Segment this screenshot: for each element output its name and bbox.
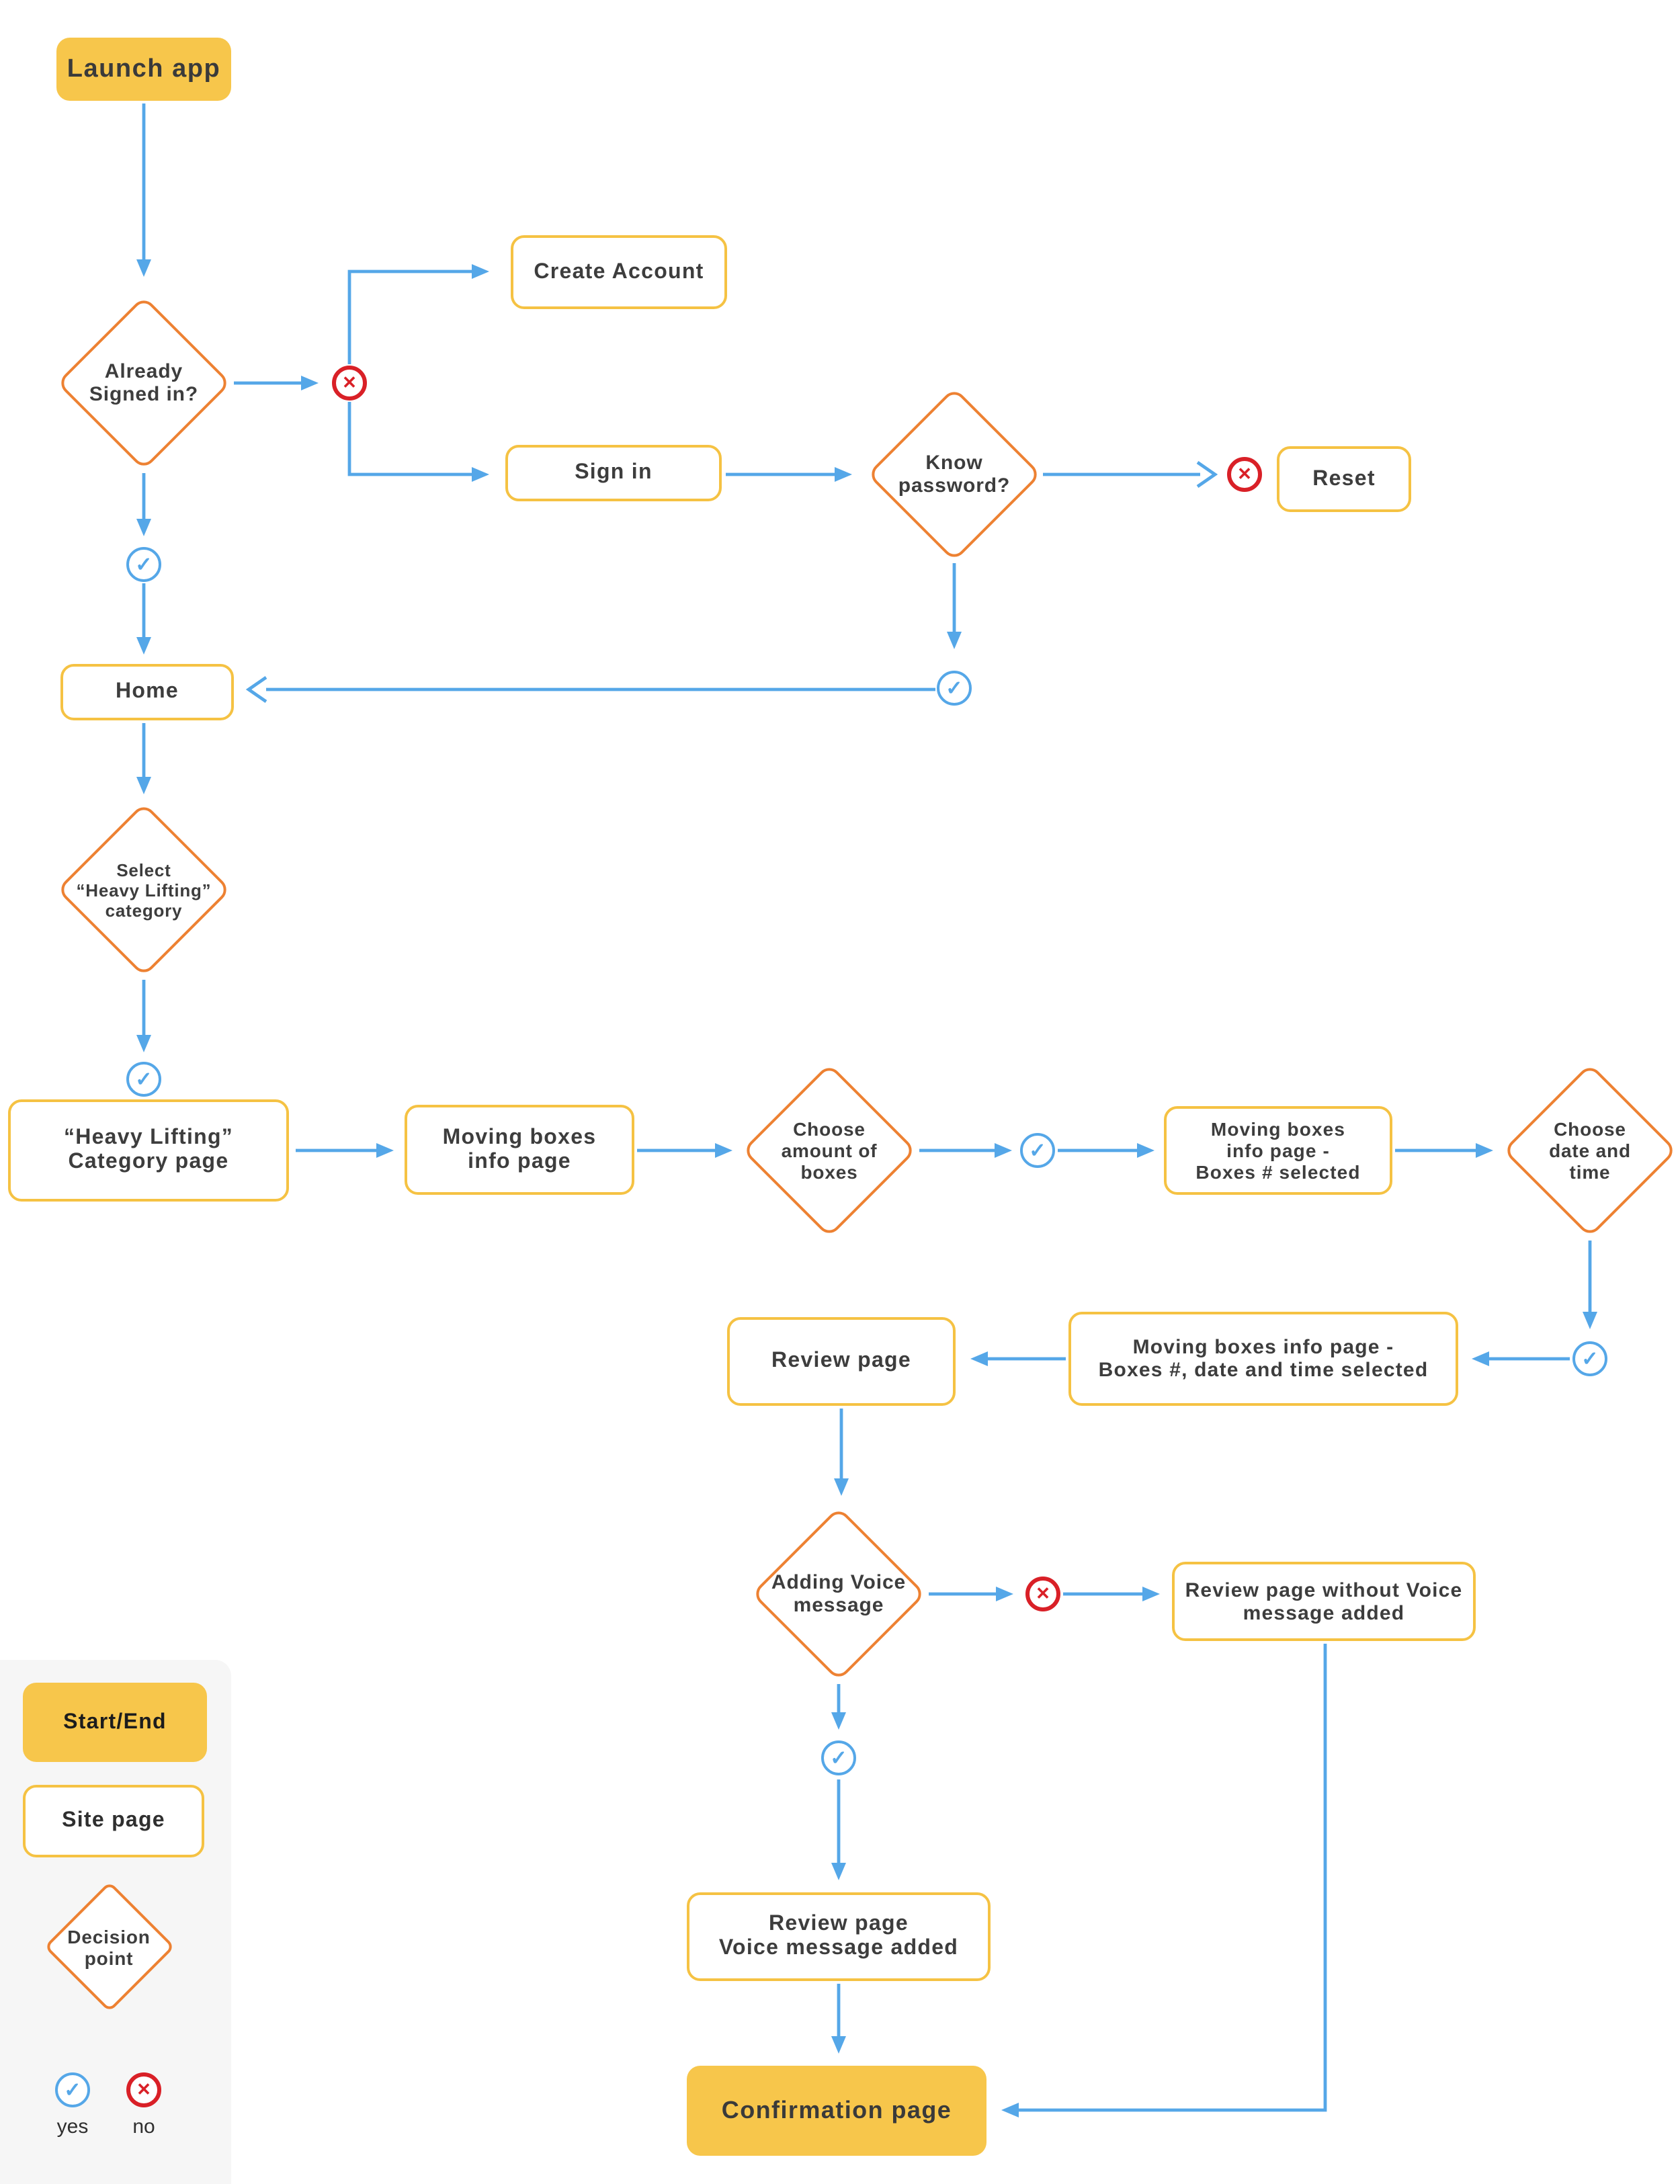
yes-glyph: ✓ bbox=[830, 1747, 847, 1770]
decision-select-category-label: Select “Heavy Lifting” category bbox=[76, 859, 212, 920]
yes-icon: ✓ bbox=[821, 1740, 856, 1775]
legend-yes-icon: ✓ bbox=[55, 2072, 90, 2107]
node-home: Home bbox=[60, 664, 234, 720]
node-boxes-number-selected: Moving boxes info page - Boxes # selecte… bbox=[1164, 1106, 1392, 1195]
node-review-with-voice: Review page Voice message added bbox=[687, 1892, 991, 1981]
legend-yes-label: yes bbox=[56, 2115, 89, 2138]
no-icon: ✕ bbox=[332, 366, 367, 401]
no-glyph: ✕ bbox=[136, 2079, 151, 2099]
legend-no-icon: ✕ bbox=[126, 2072, 161, 2107]
node-confirmation-page: Confirmation page bbox=[687, 2066, 986, 2156]
decision-already-signed-in-label: Already Signed in? bbox=[89, 360, 199, 406]
yes-glyph: ✓ bbox=[946, 677, 963, 700]
yes-icon: ✓ bbox=[937, 671, 972, 706]
legend-start-end: Start/End bbox=[23, 1683, 207, 1762]
yes-icon: ✓ bbox=[1572, 1341, 1607, 1376]
no-glyph: ✕ bbox=[1237, 464, 1252, 484]
yes-icon: ✓ bbox=[126, 547, 161, 582]
no-icon: ✕ bbox=[1227, 457, 1262, 492]
node-sign-in: Sign in bbox=[505, 445, 722, 501]
no-icon: ✕ bbox=[1025, 1577, 1060, 1611]
node-moving-boxes-info-page: Moving boxes info page bbox=[405, 1105, 634, 1195]
legend-site-page: Site page bbox=[23, 1785, 204, 1857]
decision-adding-voice-label: Adding Voice message bbox=[771, 1571, 907, 1617]
yes-glyph: ✓ bbox=[1581, 1348, 1599, 1371]
node-category-page: “Heavy Lifting” Category page bbox=[8, 1099, 289, 1202]
yes-glyph: ✓ bbox=[135, 554, 153, 577]
yes-glyph: ✓ bbox=[1029, 1140, 1046, 1163]
decision-know-password-label: Know password? bbox=[898, 452, 1011, 497]
node-reset: Reset bbox=[1277, 446, 1411, 512]
no-glyph: ✕ bbox=[1036, 1583, 1050, 1603]
no-glyph: ✕ bbox=[342, 372, 357, 392]
node-review-without-voice: Review page without Voice message added bbox=[1172, 1562, 1476, 1641]
node-review-page: Review page bbox=[727, 1317, 956, 1406]
decision-choose-date-time-label: Choose date and time bbox=[1549, 1118, 1631, 1183]
node-create-account: Create Account bbox=[511, 235, 727, 309]
legend-decision-label: Decision point bbox=[67, 1926, 151, 1969]
legend-no-label: no bbox=[132, 2115, 155, 2138]
node-boxes-date-time-selected: Moving boxes info page - Boxes #, date a… bbox=[1068, 1312, 1458, 1406]
decision-choose-amount-label: Choose amount of boxes bbox=[781, 1118, 878, 1183]
yes-icon: ✓ bbox=[1020, 1133, 1055, 1168]
yes-glyph: ✓ bbox=[64, 2079, 81, 2102]
node-launch-app: Launch app bbox=[56, 38, 231, 101]
yes-glyph: ✓ bbox=[135, 1068, 153, 1091]
yes-icon: ✓ bbox=[126, 1062, 161, 1097]
